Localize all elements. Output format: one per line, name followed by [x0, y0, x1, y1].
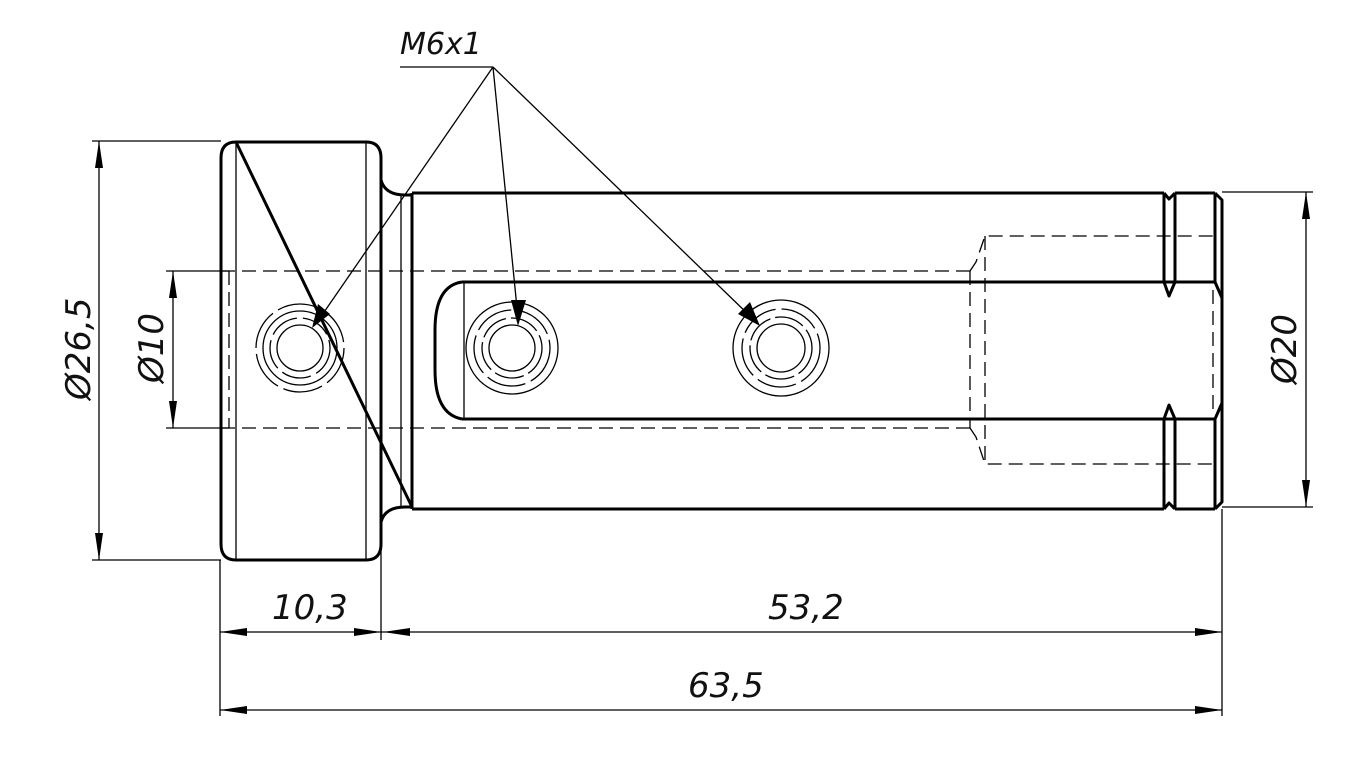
dim-text-head-length: 10,3: [272, 588, 348, 628]
thread-callout: M6x1: [312, 27, 760, 328]
hidden-lines: [221, 235, 1214, 465]
leader-arrow-3: [738, 302, 760, 326]
thread-callout-label: M6x1: [400, 27, 482, 62]
dim-text-bore-diameter: Ø10: [132, 313, 172, 385]
leader-line-1: [319, 66, 494, 319]
shaft-body: [410, 191, 1224, 511]
dimension-shaft-length: 53,2: [381, 588, 1222, 636]
dim-text-overall-length: 63,5: [688, 666, 764, 706]
threaded-hole-1: [255, 303, 345, 393]
dimension-head-length: 10,3: [220, 588, 381, 636]
leader-arrow-1: [312, 304, 330, 328]
dimension-overall-length: 63,5: [220, 666, 1222, 714]
leader-arrow-2: [511, 300, 526, 326]
threaded-hole-2: [465, 301, 559, 395]
dim-text-shaft-length: 53,2: [768, 588, 844, 628]
dimension-shaft-diameter: Ø20: [1222, 191, 1313, 508]
threaded-hole-3: [732, 299, 830, 397]
dimension-outer-head-diameter: Ø26,5: [59, 140, 221, 561]
leader-line-3: [492, 66, 753, 319]
extension-lines: [219, 509, 1223, 716]
dim-text-outer-head-diameter: Ø26,5: [59, 298, 99, 402]
dimension-bore-diameter: Ø10: [132, 270, 229, 429]
head-collar: [219, 140, 414, 562]
dim-text-shaft-diameter: Ø20: [1265, 314, 1305, 386]
leader-line-2: [492, 66, 519, 319]
